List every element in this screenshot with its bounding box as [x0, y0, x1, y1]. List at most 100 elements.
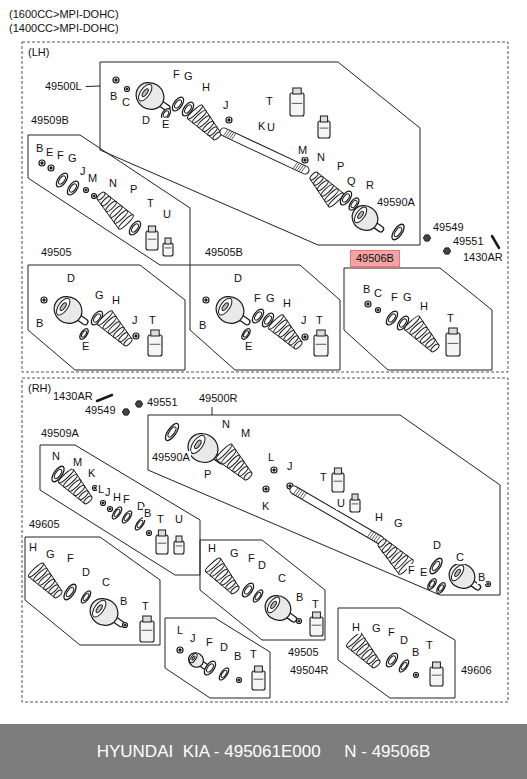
part-number: (1600CC>MPI-DOHC) [8, 8, 120, 21]
circlip [48, 165, 54, 171]
part-shape [131, 77, 169, 115]
callout-letter: T [156, 513, 165, 526]
part-line [176, 545, 182, 546]
grease-tube [334, 468, 341, 474]
part-shape [121, 510, 134, 525]
part-shape [123, 337, 133, 347]
part-shape [449, 563, 466, 583]
group-outline [26, 244, 187, 372]
part-line [232, 134, 236, 140]
part-number: 49590A [376, 196, 416, 209]
part-shape [221, 302, 229, 312]
leader-line [86, 86, 100, 88]
part-shape [357, 210, 365, 219]
part-shape [136, 520, 144, 529]
part-shape [111, 506, 124, 521]
callout-letter: D [219, 641, 229, 654]
part-line [294, 490, 380, 540]
callout-letter: D [81, 566, 91, 579]
part-shape [62, 582, 79, 601]
part-shape [230, 585, 240, 595]
part-shape [211, 291, 249, 329]
part-shape [80, 590, 93, 605]
group-border [165, 618, 270, 698]
part-shape [163, 422, 181, 443]
callout-letter: N [51, 450, 61, 463]
part-shape [393, 226, 403, 238]
callout-letter: C [121, 96, 131, 109]
region-border [22, 42, 508, 372]
callout-letter: P [336, 160, 345, 173]
callout-letter: B [295, 591, 304, 604]
parts-drawing [27, 77, 499, 690]
callout-letter: F [122, 493, 131, 506]
part-shape [426, 577, 438, 590]
callout-letter: B [109, 90, 118, 103]
callout-letter: J [300, 314, 308, 327]
part-shape [431, 560, 441, 572]
callout-letter: N [221, 418, 231, 431]
part-group: 49500R [146, 390, 502, 597]
callout-letter: U [266, 121, 276, 134]
callout-letter: K [261, 500, 270, 513]
grease-tube [165, 238, 171, 244]
part-line [316, 344, 326, 345]
grease-tube [158, 530, 165, 536]
circlip [101, 501, 106, 506]
part-number: 49549 [432, 221, 465, 234]
callout-letter: L [267, 451, 275, 464]
part-shape [80, 330, 87, 338]
callout-letter: H [28, 541, 38, 554]
callout-letter: T [265, 95, 274, 108]
group-border [100, 62, 420, 245]
part-shape [387, 655, 396, 666]
callout-letter: C [101, 576, 111, 589]
part-shape [428, 580, 435, 588]
part-line [292, 103, 302, 104]
part-group: 49505 [26, 244, 187, 372]
circlip [41, 162, 43, 164]
group-outline [23, 516, 162, 647]
circlip [148, 532, 150, 534]
callout-letter: H [207, 542, 217, 555]
group-border [344, 268, 492, 370]
part-shape [398, 659, 411, 674]
part-shape [390, 222, 407, 241]
callout-letter: U [174, 513, 184, 526]
callout-letter: P [129, 183, 138, 196]
grease-tube [449, 328, 457, 334]
group-number: 49505 [287, 646, 320, 659]
callout-letter: T [446, 312, 455, 325]
callout-letter: B [411, 646, 420, 659]
callout-letter: D [66, 272, 76, 285]
part-shape [130, 223, 139, 234]
part-shape [400, 662, 408, 671]
part-line [334, 481, 342, 482]
nut [443, 248, 450, 254]
nut [423, 235, 430, 241]
part-line [448, 343, 458, 344]
callout-letter: E [244, 340, 253, 353]
part-shape [186, 650, 207, 670]
callout-letter: M [72, 456, 83, 469]
circlip [365, 301, 371, 307]
callout-letter: C [373, 287, 383, 300]
grease-tube [146, 231, 158, 250]
callout-letter: F [253, 292, 262, 305]
callout-letter: G [67, 152, 78, 165]
circlip [271, 467, 277, 473]
circlip [263, 486, 269, 492]
group-border [190, 265, 340, 370]
part-shape [141, 88, 149, 98]
grease-tube [140, 621, 154, 642]
callout-letter: B [35, 317, 44, 330]
part-number: 49551 [146, 396, 179, 409]
grease-tube [151, 330, 159, 336]
callout-letter: M [240, 427, 251, 440]
circlip [367, 303, 369, 305]
grease-tube [446, 333, 460, 356]
circlip [298, 620, 300, 622]
group-number: 49500L [44, 80, 83, 93]
callout-letter: P [203, 468, 212, 481]
